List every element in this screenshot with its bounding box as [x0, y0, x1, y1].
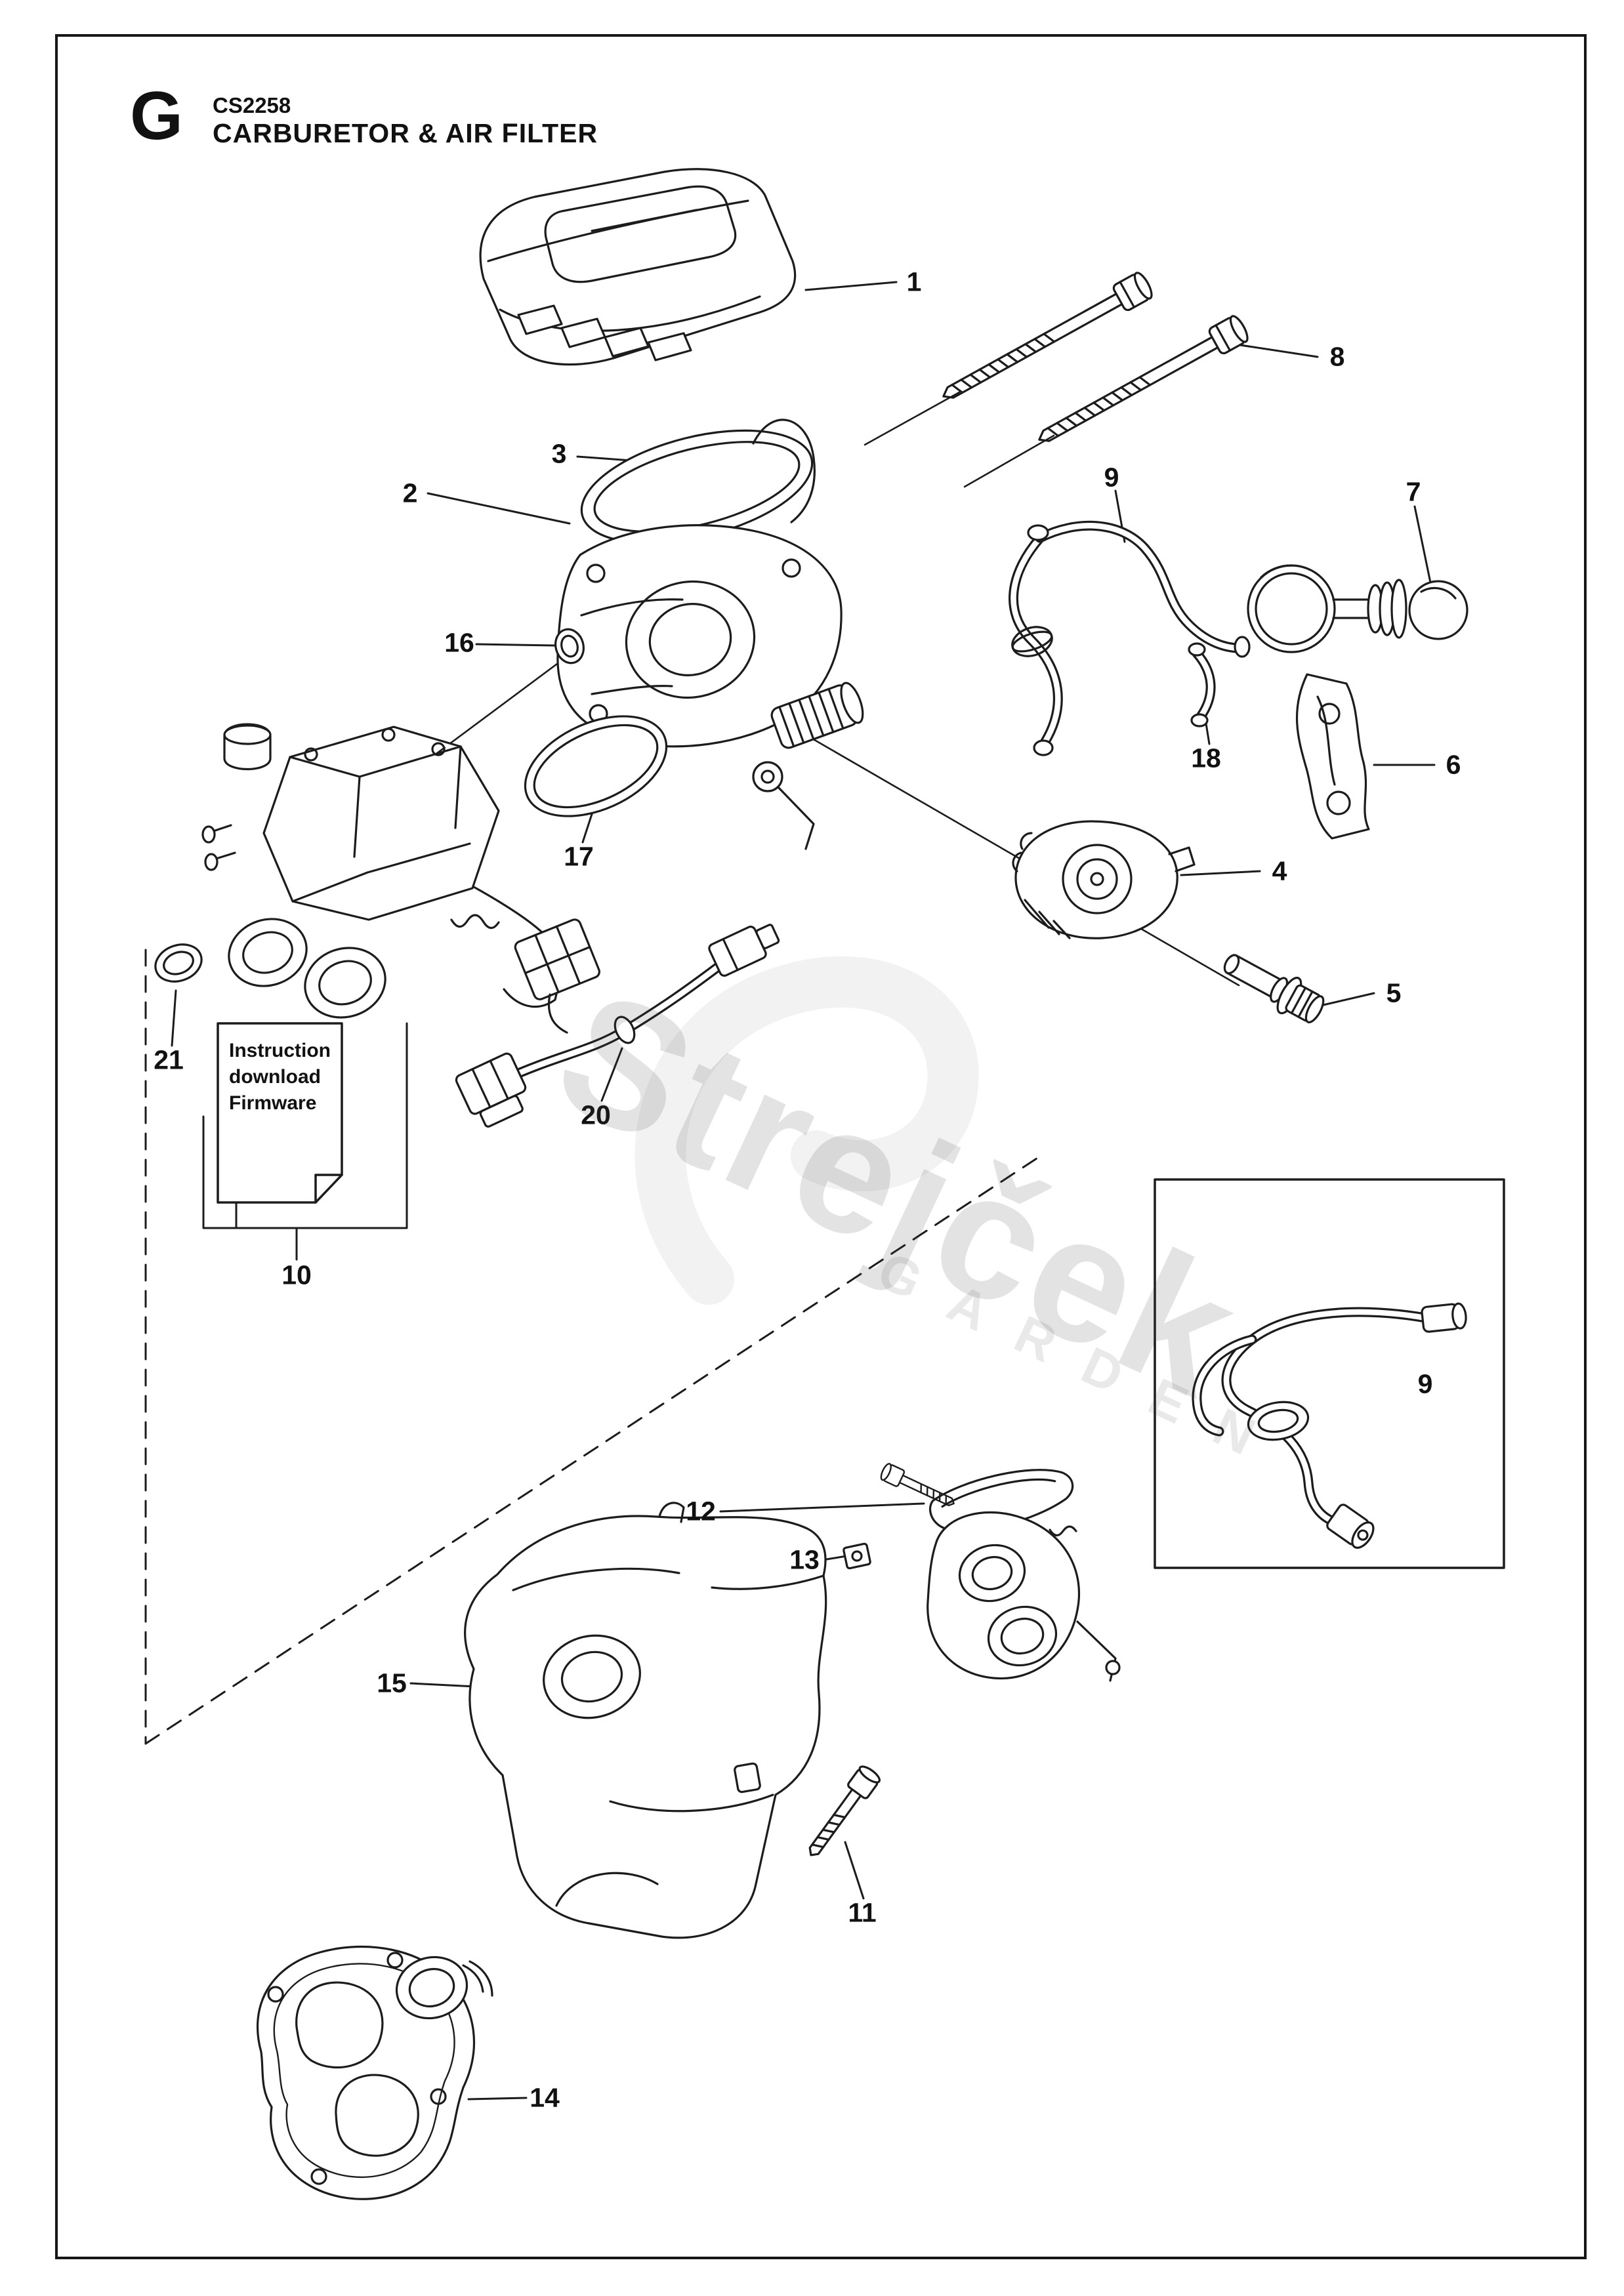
part-9-fuel-hoses: [1008, 520, 1251, 756]
part-callout-8: 8: [1329, 341, 1345, 372]
part-callout-18: 18: [1191, 743, 1221, 773]
page-title: CARBURETOR & AIR FILTER: [213, 118, 598, 148]
part-7-primer-bulb: [1247, 564, 1468, 653]
part-4-mount: [1012, 820, 1196, 939]
part-callout-7: 7: [1405, 476, 1421, 507]
part-11-screw: [800, 1763, 883, 1864]
dashed-detail-lines: [144, 949, 1046, 1745]
section-letter: G: [130, 78, 184, 154]
note-line-1: Instruction: [229, 1040, 331, 1061]
part-8-screws: [935, 269, 1252, 454]
note-box: Instruction download Firmware: [229, 1038, 331, 1117]
part-callout-14: 14: [530, 2082, 560, 2113]
note-line-2: download: [229, 1066, 321, 1088]
part-callout-4: 4: [1272, 855, 1287, 886]
part-12-clamp-assembly: [878, 1462, 1121, 1682]
part-callout-10: 10: [281, 1260, 312, 1290]
inset-detail-box: [1154, 1178, 1505, 1569]
kit-bracket: [202, 1022, 408, 1261]
part-callout-17: 17: [564, 841, 594, 872]
model-code: CS2258: [213, 93, 291, 117]
part-callout-9-inset: 9: [1417, 1368, 1433, 1399]
part-callout-20: 20: [581, 1099, 611, 1130]
part-16-o-ring: [554, 628, 585, 665]
note-line-3: Firmware: [229, 1092, 317, 1114]
part-13-nut: [843, 1542, 871, 1570]
part-callout-13: 13: [789, 1544, 820, 1575]
part-callout-11: 11: [848, 1897, 877, 1928]
part-6-bracket: [1295, 673, 1370, 840]
part-3-filter-frame: [580, 419, 816, 544]
part-callout-15: 15: [377, 1668, 407, 1698]
part-callout-9: 9: [1104, 462, 1119, 493]
part-callout-6: 6: [1446, 749, 1461, 780]
part-callout-5: 5: [1386, 977, 1402, 1008]
note-box-outline: [217, 1022, 343, 1204]
part-21-seal: [154, 943, 203, 983]
part-17-gasket: [524, 715, 668, 817]
part-2-filter-housing: [556, 524, 864, 850]
part-14-intake-flange: [256, 1945, 493, 2200]
part-callout-16: 16: [444, 627, 474, 658]
part-5-screw: [1223, 954, 1325, 1023]
part-callout-2: 2: [402, 478, 418, 508]
part-callout-21: 21: [154, 1044, 184, 1075]
part-1-air-filter-cover: [479, 168, 797, 366]
part-15-cylinder-cover: [464, 1502, 827, 1939]
part-callout-1: 1: [906, 266, 922, 297]
part-18-short-hose: [1188, 642, 1216, 728]
part-callout-3: 3: [551, 438, 567, 469]
carburetor-assembly: [201, 723, 600, 1034]
part-20-wire-harness: [455, 924, 780, 1128]
part-callout-12: 12: [686, 1496, 716, 1527]
page-border-frame: [55, 34, 1587, 2259]
